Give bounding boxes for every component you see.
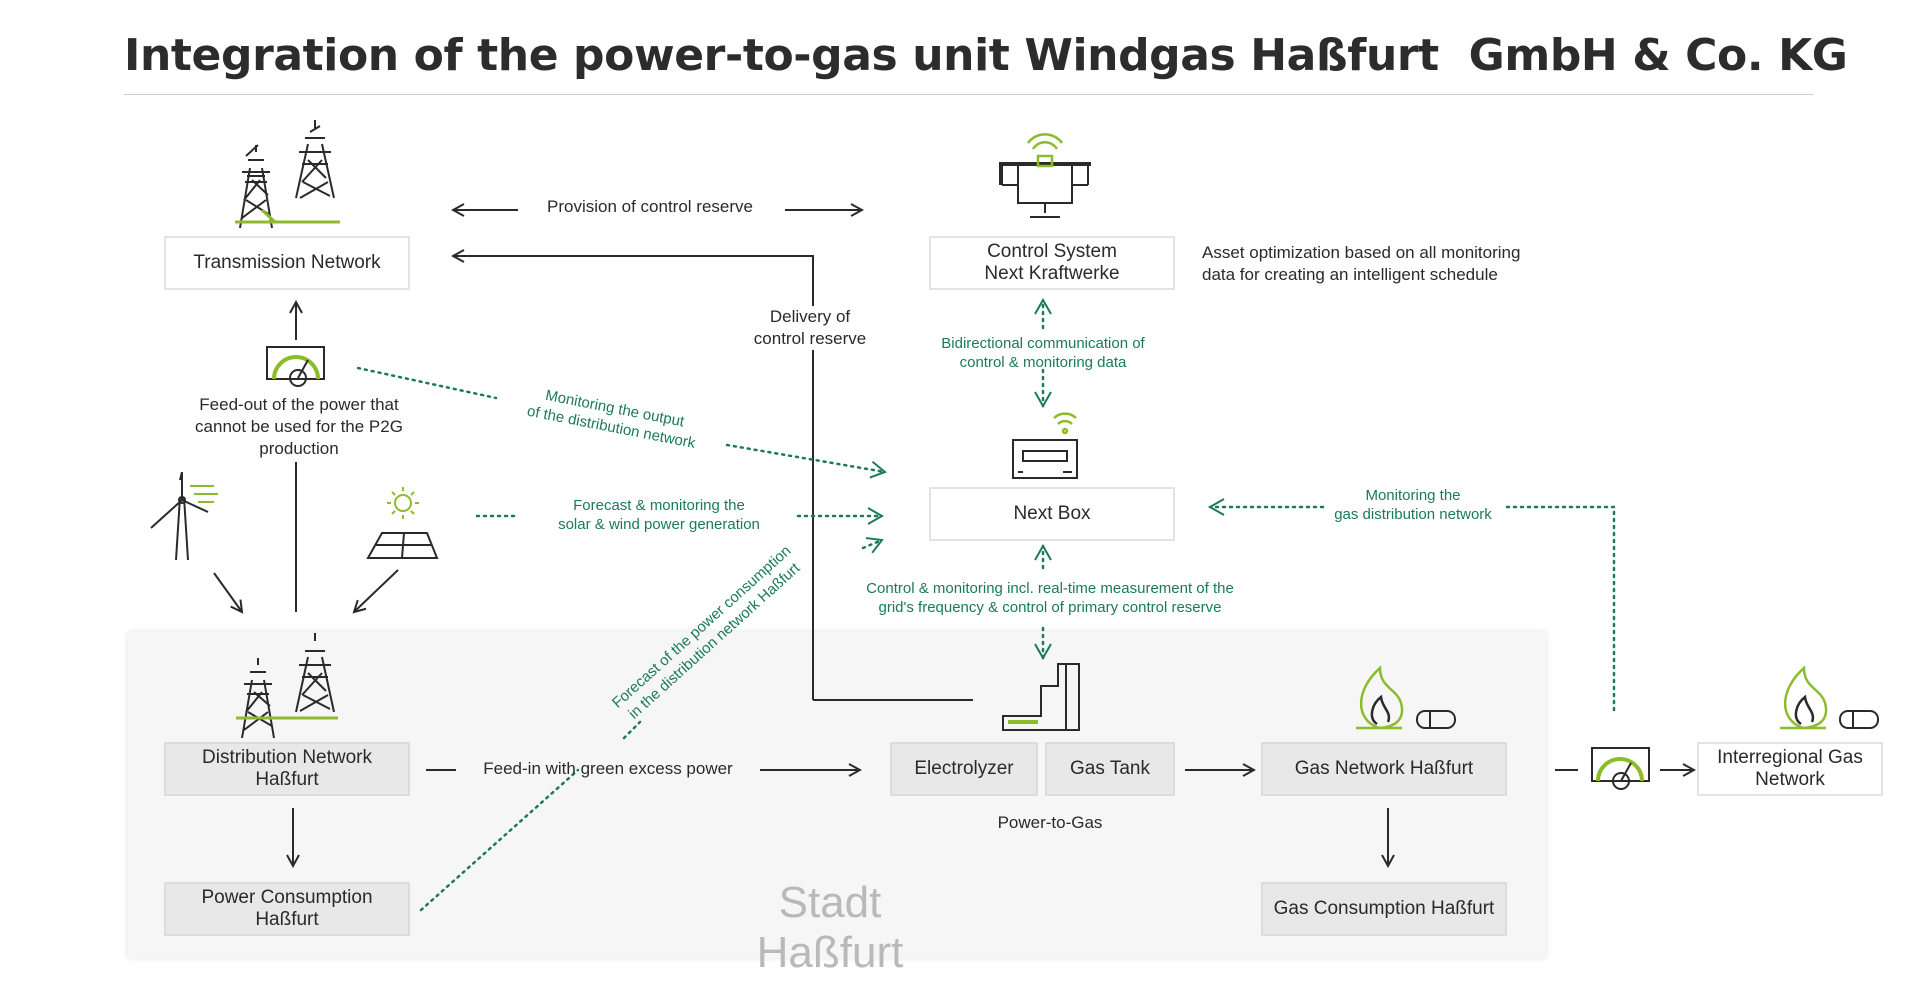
provision-control-reserve-label: Provision of control reserve	[547, 197, 753, 216]
delivery-control-reserve-label: Delivery of control reserve	[730, 306, 890, 350]
forecast-solar-wind-label: Forecast & monitoring the solar & wind p…	[558, 497, 760, 533]
gas-network-box: Gas Network Haßfurt	[1261, 742, 1507, 796]
next-box: Next Box	[929, 487, 1175, 541]
delivery-reserve-connector	[453, 256, 814, 700]
bidirectional-communication-label: Bidirectional communication of control &…	[941, 335, 1145, 371]
power-consumption-box: Power Consumption Haßfurt	[164, 882, 410, 936]
router-box-icon	[1012, 439, 1078, 479]
feed-out-label: Feed-out of the power that cannot be use…	[195, 395, 403, 458]
monitoring-gas-distribution-label: Monitoring the gas distribution network	[1334, 487, 1492, 523]
wind-turbine-icon	[150, 471, 209, 561]
computer-monitor-icon	[999, 162, 1091, 218]
forecast-consumption-arrow	[861, 537, 884, 554]
gas-flame-icon	[1359, 665, 1404, 730]
wifi-icon	[1026, 133, 1064, 168]
monitoring-output-line-b	[725, 443, 887, 479]
wind-to-distribution-arrow	[213, 572, 242, 612]
control-monitoring-label: Control & monitoring incl. real-time mea…	[866, 580, 1234, 616]
transmission-network-box: Transmission Network	[164, 236, 410, 290]
power-pylons-icon	[241, 633, 335, 739]
city-label: Stadt Haßfurt	[756, 878, 904, 977]
meter-gauge-icon	[266, 346, 325, 387]
wifi-icon	[1053, 412, 1077, 435]
solar-to-distribution-arrow	[354, 569, 399, 612]
power-to-gas-label: Power-to-Gas	[997, 813, 1103, 832]
gas-flame-icon	[1783, 665, 1828, 730]
feed-in-label: Feed-in with green excess power	[483, 759, 733, 778]
page-title: Integration of the power-to-gas unit Win…	[124, 30, 1848, 81]
monitoring-output-line-a	[356, 366, 498, 400]
solar-panel-icon	[366, 532, 439, 559]
gas-tank-box: Gas Tank	[1045, 742, 1175, 796]
sun-icon	[387, 487, 419, 519]
asset-optimization-label: Asset optimization based on all monitori…	[1202, 243, 1521, 284]
electrolyzer-box: Electrolyzer	[890, 742, 1038, 796]
factory-icon	[1002, 663, 1080, 731]
title-divider	[124, 94, 1814, 95]
forecast-consumption-line-a	[419, 768, 580, 912]
distribution-network-box: Distribution Network Haßfurt	[164, 742, 410, 796]
gas-cylinder-icon	[1416, 710, 1456, 729]
gas-consumption-box: Gas Consumption Haßfurt	[1261, 882, 1507, 936]
control-system-box: Control System Next Kraftwerke	[929, 236, 1175, 290]
monitoring-gas-line-b	[1503, 505, 1616, 712]
interregional-gas-network-box: Interregional Gas Network	[1697, 742, 1883, 796]
meter-gauge-icon	[1591, 747, 1650, 790]
power-pylons-icon	[239, 120, 335, 229]
gas-cylinder-icon	[1839, 710, 1879, 729]
